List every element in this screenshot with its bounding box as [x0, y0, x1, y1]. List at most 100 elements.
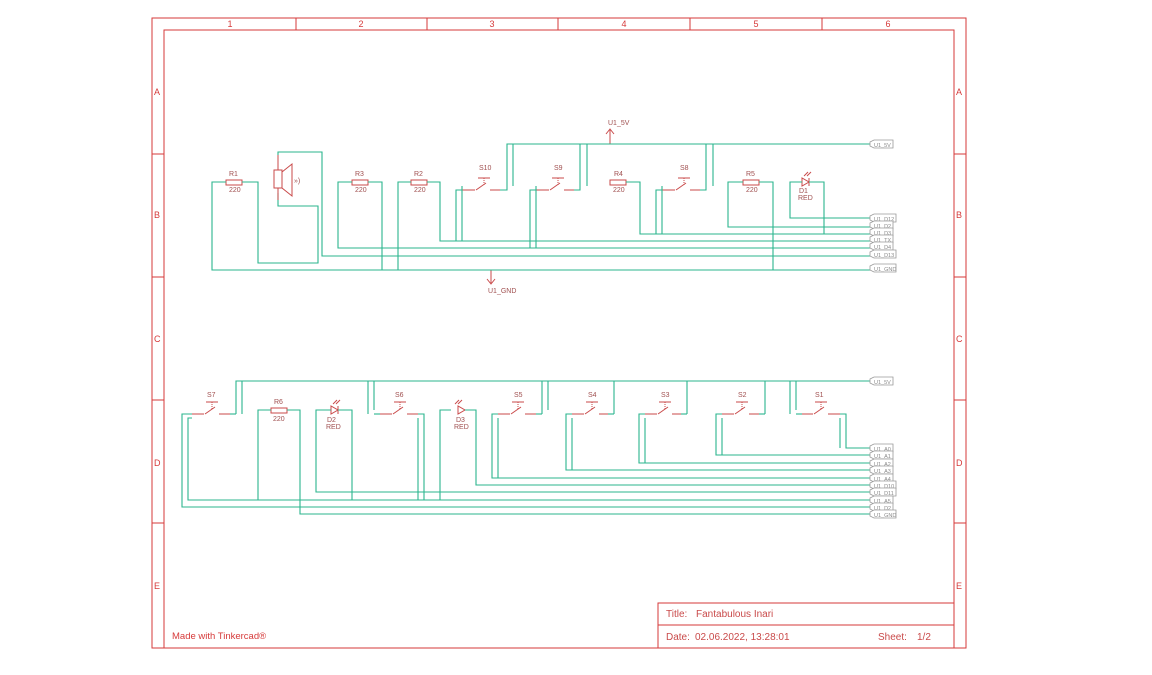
switch-ref: S8: [680, 165, 689, 172]
port-label: U1_D3: [874, 231, 891, 237]
row-label: A: [956, 87, 962, 97]
row-labels: A B C D E A B C D E: [154, 87, 963, 591]
project-title: Fantabulous Inari: [696, 609, 773, 620]
led-d1: D1 RED: [798, 171, 813, 202]
bottom-ports: U1_5V U1_A0 U1_A1 U1_A2 U1_A3 U1_A4: [869, 376, 897, 519]
port-label: U1_A0: [874, 447, 891, 453]
port-label: U1_GND: [874, 267, 896, 273]
port-label: U1_D13: [874, 253, 894, 259]
switch-ref: S1: [815, 392, 824, 399]
row-label: B: [956, 210, 962, 220]
port-u1-d11: U1_D11: [869, 487, 897, 497]
switch-ref: S2: [738, 392, 747, 399]
vcc-label: U1_5V: [608, 120, 630, 127]
resistor-value: 220: [273, 416, 285, 423]
switch-s1: S1: [802, 392, 840, 415]
buzzer: »): [273, 155, 300, 200]
switch-ref: S3: [661, 392, 670, 399]
sheet-label: Sheet:: [878, 632, 907, 643]
port-label: U1_D2: [874, 224, 891, 230]
vcc-symbol: U1_5V: [605, 120, 630, 144]
top-circuit: U1_5V U1_GND R1 220 »): [211, 120, 897, 295]
led-ref: D2: [327, 417, 336, 424]
port-u1-gnd: U1_GND: [869, 263, 897, 273]
date-label: Date:: [666, 632, 690, 643]
row-label: B: [154, 210, 160, 220]
led-value: RED: [326, 424, 341, 431]
port-label: U1_A2: [874, 462, 891, 468]
row-label: E: [956, 581, 962, 591]
switch-ref: S6: [395, 392, 404, 399]
resistor-r4: R4 220: [609, 171, 627, 194]
port-label: U1_5V: [874, 380, 891, 386]
top-ports: U1_5V U1_D12 U1_D2 U1_D3 U1_TX U1_D4: [869, 139, 897, 273]
column-label: 1: [227, 19, 232, 29]
port-label: U1_5V: [874, 143, 891, 149]
row-label: D: [956, 458, 963, 468]
column-label: 3: [489, 19, 494, 29]
switch-ref: S5: [514, 392, 523, 399]
row-label: C: [956, 334, 963, 344]
port-label: U1_A1: [874, 454, 891, 460]
resistor-r1: R1 220: [225, 171, 243, 194]
led-ref: D3: [456, 417, 465, 424]
port-label: U1_TX: [874, 238, 891, 244]
switch-s9: S9: [536, 165, 574, 191]
resistor-value: 220: [414, 187, 426, 194]
row-label: E: [154, 581, 160, 591]
port-label: U1_D10: [874, 484, 894, 490]
led-d3: D3 RED: [454, 399, 469, 431]
switch-ref: S9: [554, 165, 563, 172]
resistor-ref: R5: [746, 171, 755, 178]
bottom-circuit: S7 R6 220 D2 RED: [181, 376, 897, 519]
switch-ref: S10: [479, 165, 492, 172]
gnd-symbol: U1_GND: [486, 270, 516, 295]
switch-s7: S7: [192, 392, 230, 415]
switch-s8: S8: [662, 165, 700, 191]
port-u1-d13: U1_D13: [869, 249, 897, 259]
port-label: U1_A5: [874, 499, 891, 505]
led-value: RED: [798, 195, 813, 202]
resistor-r6: R6 220: [270, 399, 288, 423]
switch-s5: S5: [498, 392, 536, 415]
port-label: U1_D11: [874, 491, 894, 497]
port-label: U1_D12: [874, 217, 894, 223]
sheet-value: 1/2: [917, 632, 931, 643]
switch-s4: S4: [572, 392, 608, 415]
column-label: 6: [885, 19, 890, 29]
row-label: D: [154, 458, 161, 468]
port-u1-5v: U1_5V: [869, 139, 894, 149]
resistor-ref: R3: [355, 171, 364, 178]
resistor-r2: R2 220: [410, 171, 428, 194]
title-block: Title: Fantabulous Inari Date: 02.06.202…: [657, 602, 955, 649]
switch-ref: S7: [207, 392, 216, 399]
resistor-value: 220: [355, 187, 367, 194]
port-label: U1_D4: [874, 245, 891, 251]
led-d2: D2 RED: [326, 399, 341, 431]
port-label: U1_A4: [874, 477, 891, 483]
column-label: 2: [358, 19, 363, 29]
resistor-ref: R2: [414, 171, 423, 178]
column-label: 5: [753, 19, 758, 29]
column-label: 4: [621, 19, 626, 29]
port-u1-gnd: U1_GND: [869, 509, 897, 519]
led-ref: D1: [799, 188, 808, 195]
port-label: U1_GND: [874, 513, 896, 519]
gnd-label: U1_GND: [488, 288, 516, 295]
resistor-value: 220: [613, 187, 625, 194]
drawing-frame: [151, 17, 967, 649]
title-label: Title:: [666, 609, 687, 620]
port-u1-d12: U1_D12: [869, 213, 897, 223]
resistor-ref: R4: [614, 171, 623, 178]
led-value: RED: [454, 424, 469, 431]
port-u1-5v: U1_5V: [869, 376, 894, 386]
resistor-r3: R3 220: [351, 171, 369, 194]
switch-s6: S6: [380, 392, 418, 415]
buzzer-icon: »): [294, 178, 300, 185]
port-label: U1_A3: [874, 469, 891, 475]
date-value: 02.06.2022, 13:28:01: [695, 632, 790, 643]
resistor-value: 220: [229, 187, 241, 194]
resistor-value: 220: [746, 187, 758, 194]
switch-ref: S4: [588, 392, 597, 399]
